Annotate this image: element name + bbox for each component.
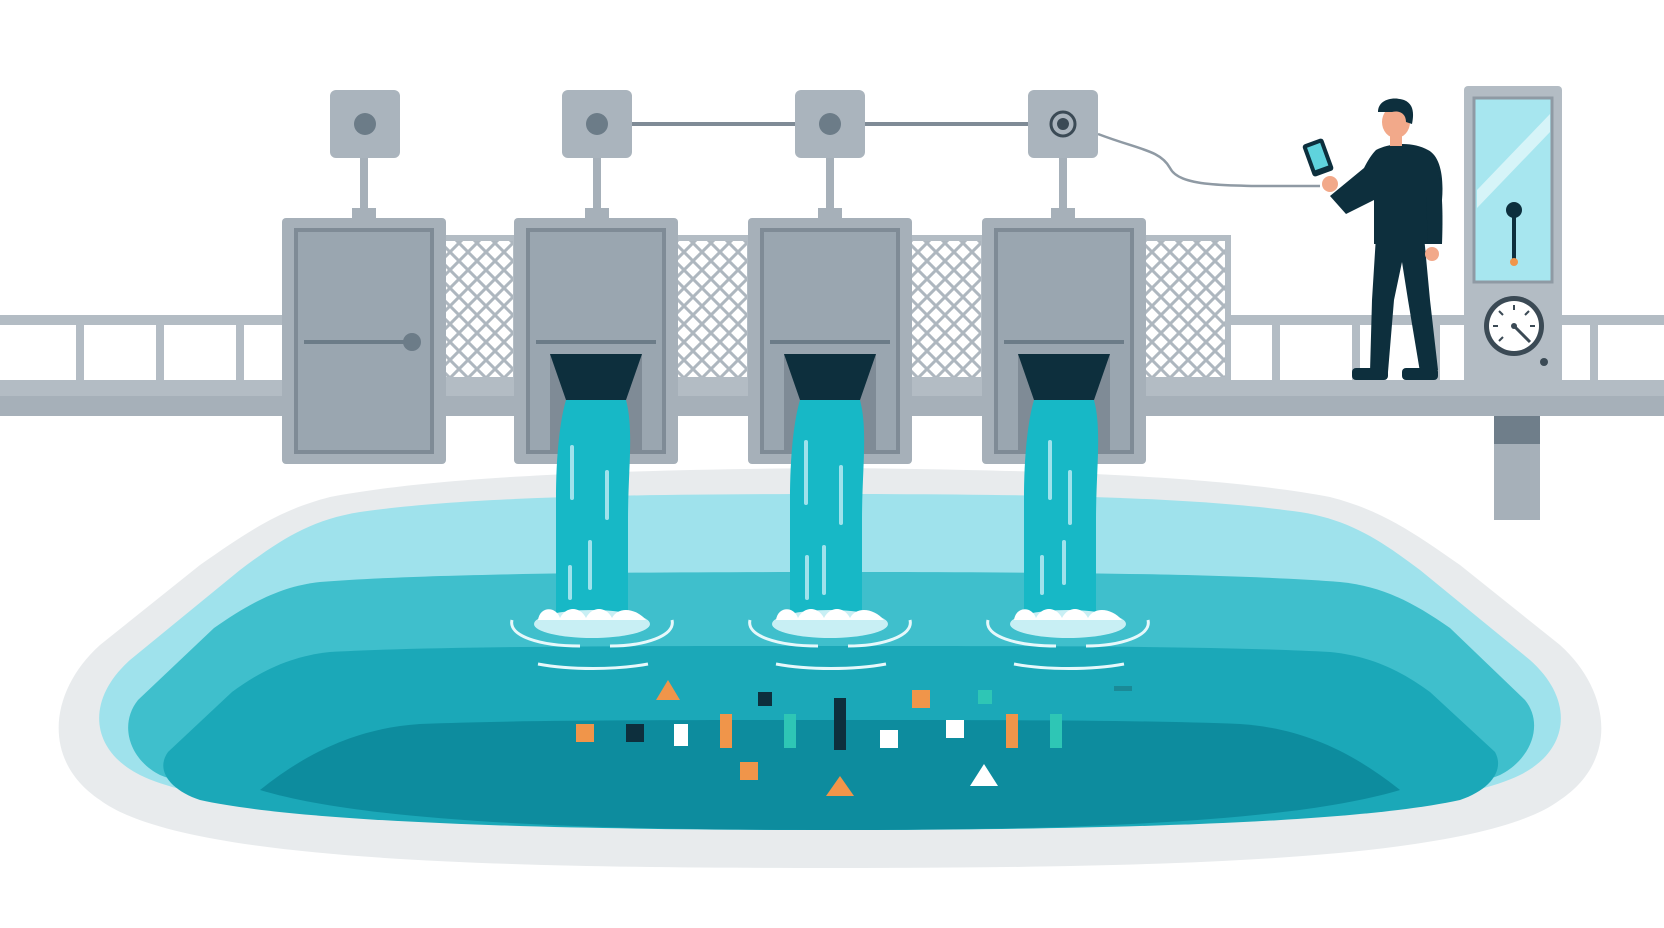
gate-2 xyxy=(514,90,678,464)
splashes xyxy=(510,609,1150,670)
particle-square xyxy=(740,762,758,780)
sensor-mast xyxy=(593,155,601,215)
particle-triangle xyxy=(826,776,854,796)
particle-bar xyxy=(1006,714,1018,748)
sensor-lens xyxy=(819,113,841,135)
mesh-panels xyxy=(437,235,1231,383)
sensor-lens xyxy=(1057,118,1069,130)
sensor-wire xyxy=(1097,132,1321,188)
water-streams xyxy=(556,400,1099,620)
pressure-gauge-icon xyxy=(1484,296,1544,356)
particle-square xyxy=(946,720,964,738)
sensor-lens xyxy=(586,113,608,135)
screen-glare xyxy=(1477,114,1550,208)
gate-4 xyxy=(982,90,1146,464)
particle-triangle xyxy=(656,680,680,700)
sensor-mast-base xyxy=(818,208,842,218)
stream-1 xyxy=(556,400,631,620)
gate-outlet xyxy=(550,354,642,400)
particle-square xyxy=(912,690,930,708)
gate-handle-bar xyxy=(770,340,890,344)
particle-bar xyxy=(784,714,796,748)
control-panel-icon xyxy=(1464,86,1562,386)
splash-3 xyxy=(986,609,1150,670)
lever-knob xyxy=(1506,202,1522,218)
splash-1 xyxy=(510,609,674,670)
gate-handle-bar xyxy=(1004,340,1124,344)
gate-handle-bar xyxy=(536,340,656,344)
particle-square xyxy=(758,692,772,706)
operator-shoe-right xyxy=(1402,368,1438,380)
sensor-mast-base xyxy=(585,208,609,218)
mesh-panel-4 xyxy=(1139,235,1231,383)
operator-legs xyxy=(1370,236,1438,372)
sensor-lens-ring xyxy=(1049,110,1077,138)
sensor-lens xyxy=(354,113,376,135)
stream-2 xyxy=(790,400,865,620)
particle-dash xyxy=(1114,686,1132,691)
mesh-panel-3 xyxy=(905,235,987,383)
basin xyxy=(58,468,1602,868)
tablet-icon xyxy=(1302,138,1334,177)
sensor-mast xyxy=(360,155,368,215)
support-pillar-top xyxy=(1494,416,1540,444)
operator-shoe-left xyxy=(1352,368,1388,380)
lever-base xyxy=(1510,258,1518,266)
particle-bar xyxy=(720,714,732,748)
mesh-panel-1 xyxy=(437,235,519,383)
lever-shaft xyxy=(1512,210,1516,260)
gate-handle-knob xyxy=(403,333,421,351)
status-led xyxy=(1540,358,1548,366)
operator-hand-left xyxy=(1322,176,1338,192)
particle-triangle xyxy=(970,764,998,786)
gate-1 xyxy=(282,90,446,464)
sensor-mast-base xyxy=(352,208,376,218)
sensor-mast-base xyxy=(1051,208,1075,218)
particle-bar xyxy=(834,698,846,750)
particle-square xyxy=(978,690,992,704)
particle-square xyxy=(626,724,644,742)
splash-2 xyxy=(748,609,912,670)
sensor-mast xyxy=(1059,155,1067,215)
operator-hand-right xyxy=(1425,247,1439,261)
operator-torso xyxy=(1330,144,1443,244)
particle-bar xyxy=(1050,714,1062,748)
particle-square xyxy=(576,724,594,742)
water-darkest xyxy=(260,720,1400,830)
sensor-line xyxy=(630,122,1321,188)
operator-with-tablet-icon xyxy=(1302,98,1443,380)
mesh-panel-2 xyxy=(671,235,753,383)
gate-outlet xyxy=(1018,354,1110,400)
stream-3 xyxy=(1024,400,1099,620)
particles xyxy=(576,680,1132,796)
operator-arm-right xyxy=(1426,156,1443,244)
gate-outlet xyxy=(784,354,876,400)
particle-square xyxy=(880,730,898,748)
operator-hair xyxy=(1378,98,1414,124)
gate-handle-bar xyxy=(304,340,414,344)
sensor-mast xyxy=(826,155,834,215)
particle-square xyxy=(674,724,688,746)
